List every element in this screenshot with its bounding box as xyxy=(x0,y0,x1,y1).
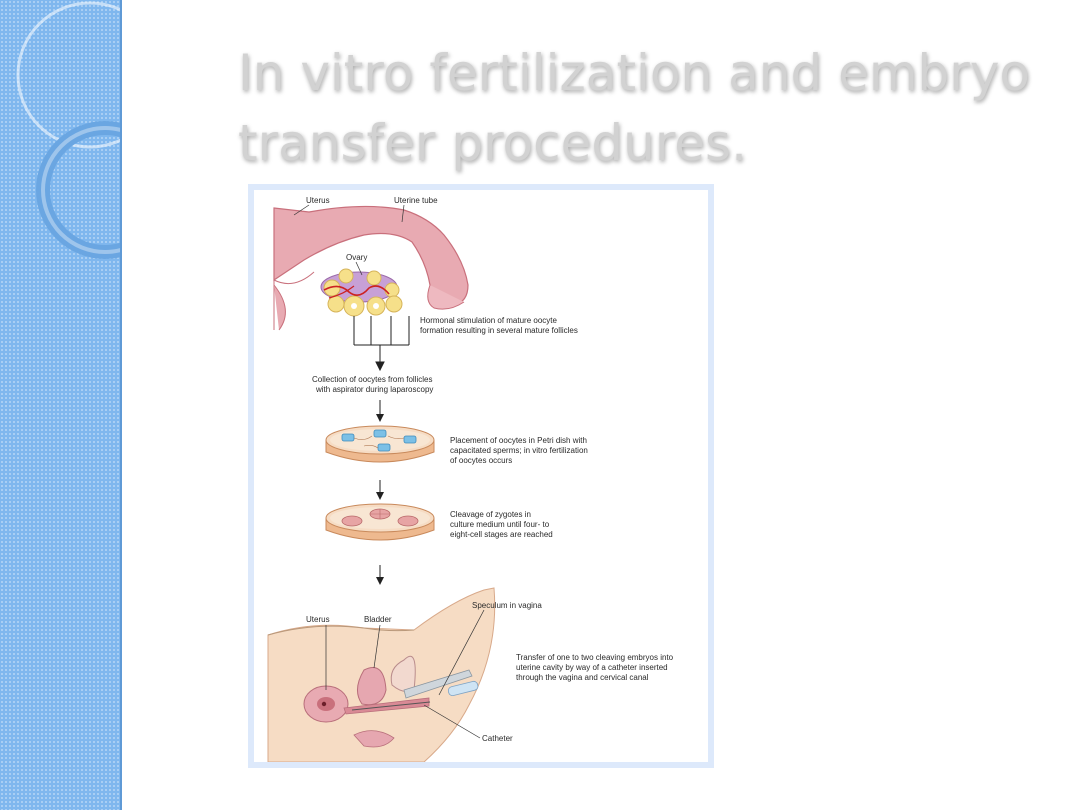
step1-line1: Hormonal stimulation of mature oocyte xyxy=(420,316,558,325)
slide-title-line-2: transfer procedures. xyxy=(238,114,747,172)
sidebar-decoration xyxy=(0,0,122,810)
thick-ring-icon xyxy=(36,121,120,259)
step4-line3: eight-cell stages are reached xyxy=(450,530,553,539)
label-speculum: Speculum in vagina xyxy=(472,601,542,610)
petri-dish-fertilization xyxy=(325,425,435,463)
label-catheter: Catheter xyxy=(482,734,513,743)
step4-line1: Cleavage of zygotes in xyxy=(450,510,531,519)
uterus-tube-illustration xyxy=(273,205,469,331)
collection-bracket xyxy=(353,316,410,372)
arrow-3 xyxy=(376,480,384,500)
step2-line2: with aspirator during laparoscopy xyxy=(315,385,433,394)
arrow-2 xyxy=(376,400,384,422)
sidebar-rings xyxy=(16,1,120,259)
slide-title-line-1: In vitro fertilization and embryo xyxy=(238,44,1031,102)
step3-line1: Placement of oocytes in Petri dish with xyxy=(450,436,587,445)
large-ring-icon xyxy=(16,1,120,149)
ivf-figure: Uterus Uterine tube Ovary Hormonal stimu… xyxy=(248,184,714,768)
ovary-illustration xyxy=(320,268,403,317)
step5-line3: through the vagina and cervical canal xyxy=(516,673,649,682)
label-bladder: Bladder xyxy=(364,615,392,624)
embryo-transfer-illustration xyxy=(267,587,496,762)
arrow-4 xyxy=(376,565,384,585)
step3-line3: of oocytes occurs xyxy=(450,456,512,465)
step3-line2: capacitated sperms; in vitro fertilizati… xyxy=(450,446,588,455)
step5-line1: Transfer of one to two cleaving embryos … xyxy=(516,653,674,662)
label-uterus-bottom: Uterus xyxy=(306,615,330,624)
label-uterine-tube: Uterine tube xyxy=(394,196,438,205)
ivf-diagram: Uterus Uterine tube Ovary Hormonal stimu… xyxy=(267,196,674,762)
slide-title: In vitro fertilization and embryo transf… xyxy=(238,38,1038,178)
step2-line1: Collection of oocytes from follicles xyxy=(312,375,433,384)
step1-line2: formation resulting in several mature fo… xyxy=(420,326,578,335)
label-uterus-top: Uterus xyxy=(306,196,330,205)
step4-line2: culture medium until four- to xyxy=(450,520,550,529)
petri-dish-cleavage xyxy=(325,503,435,541)
step5-line2: uterine cavity by way of a catheter inse… xyxy=(516,663,668,672)
label-ovary: Ovary xyxy=(346,253,367,262)
